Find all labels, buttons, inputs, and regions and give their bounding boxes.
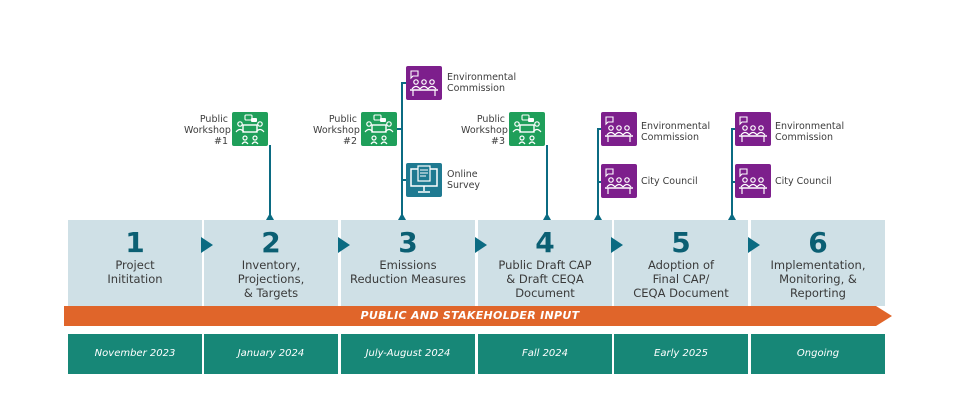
step-number: 5 [671,226,691,259]
date-box: Fall 2024 [478,334,612,374]
connector-line [731,181,737,183]
connector-pin [398,213,406,220]
connector-pin [266,213,274,220]
chevron-right-icon [338,237,350,253]
connector-line [401,179,407,181]
step-label: Implementation, Monitoring, & Reporting [770,258,866,300]
connector-pin [728,213,736,220]
connector-line [396,128,402,130]
chevron-right-icon [475,237,487,253]
chevron-right-icon [748,237,760,253]
env-commission-label: Environmental Commission [447,72,517,94]
step-label: Inventory, Projections, & Targets [237,258,305,300]
step-5: 5 Adoption of Final CAP/ CEQA Document [614,220,748,306]
connector-line [269,145,271,215]
step-4: 4 Public Draft CAP & Draft CEQA Document [478,220,612,306]
workshop-1-label: Public Workshop #1 [184,114,231,147]
connector-line [731,128,737,130]
date-box: January 2024 [204,334,338,374]
connector-line [546,145,548,215]
step-label: Public Draft CAP & Draft CEQA Document [498,258,592,300]
council-meeting-icon [601,164,637,198]
step-label: Emissions Reduction Measures [349,258,466,286]
step-2: 2 Inventory, Projections, & Targets [204,220,338,306]
connector-pin [543,213,551,220]
connector-pin [594,213,602,220]
online-survey-icon [406,163,442,197]
connector-line [401,82,403,215]
chevron-right-icon [201,237,213,253]
connector-line [597,128,603,130]
connector-line [401,82,407,84]
date-box: November 2023 [68,334,202,374]
step-1: 1 Project Inititation [68,220,202,306]
public-workshop-icon [509,112,545,146]
city-council-label: City Council [775,176,832,187]
public-workshop-icon [232,112,268,146]
env-commission-label: Environmental Commission [775,121,845,143]
connector-line [597,181,603,183]
step-label: Adoption of Final CAP/ CEQA Document [633,258,729,300]
connector-line [731,128,733,215]
workshop-3-label: Public Workshop #3 [461,114,508,147]
workshop-2-label: Public Workshop #2 [313,114,360,147]
chevron-right-icon [611,237,623,253]
date-box: July-August 2024 [341,334,475,374]
env-commission-label: Environmental Commission [641,121,711,143]
connector-line [597,128,599,215]
online-survey-label: Online Survey [447,169,481,191]
step-number: 1 [125,226,145,259]
step-number: 4 [535,226,555,259]
public-workshop-icon [361,112,397,146]
commission-meeting-icon [601,112,637,146]
date-box: Early 2025 [614,334,748,374]
commission-meeting-icon [735,112,771,146]
step-number: 3 [398,226,418,259]
step-label: Project Inititation [107,258,163,286]
step-number: 6 [808,226,828,259]
step-number: 2 [261,226,281,259]
date-box: Ongoing [751,334,885,374]
banner-arrow-tip [876,306,892,326]
council-meeting-icon [735,164,771,198]
commission-meeting-icon [406,66,442,100]
city-council-label: City Council [641,176,698,187]
step-6: 6 Implementation, Monitoring, & Reportin… [751,220,885,306]
step-3: 3 Emissions Reduction Measures [341,220,475,306]
stakeholder-input-banner: PUBLIC AND STAKEHOLDER INPUT [64,306,876,326]
